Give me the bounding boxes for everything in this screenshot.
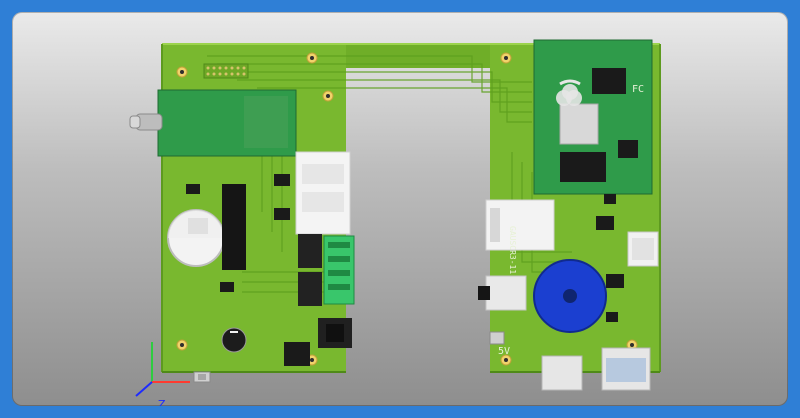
ic-chips-right (596, 194, 624, 322)
pcb-render: FC GAUSCR3-11 (129, 39, 661, 397)
compute-module: FC (533, 39, 653, 195)
usb-left (193, 371, 211, 383)
axis-z-label: Z (158, 398, 166, 406)
white-connector (295, 151, 351, 235)
silkscreen-5v: 5V (498, 346, 510, 357)
coin-cell (167, 209, 225, 267)
power-jack (318, 318, 352, 348)
green-module (129, 89, 297, 157)
electrolytic-capacitor (221, 327, 247, 353)
pin-header (203, 63, 249, 79)
xyz-axis-icon (135, 342, 190, 397)
pcb-3d-viewport: FC GAUSCR3-11 (12, 12, 788, 406)
buzzer (533, 259, 607, 333)
raspberry-pi-logo-icon (556, 79, 582, 106)
black-connector (222, 184, 246, 270)
pi-fc-mark: FC (632, 84, 644, 95)
silkscreen-gauss: GAUSCR3-11 (508, 226, 517, 274)
ic-chips-left (186, 174, 310, 366)
right-connectors: GAUSCR3-11 (478, 199, 659, 391)
terminal-blocks (298, 234, 355, 306)
